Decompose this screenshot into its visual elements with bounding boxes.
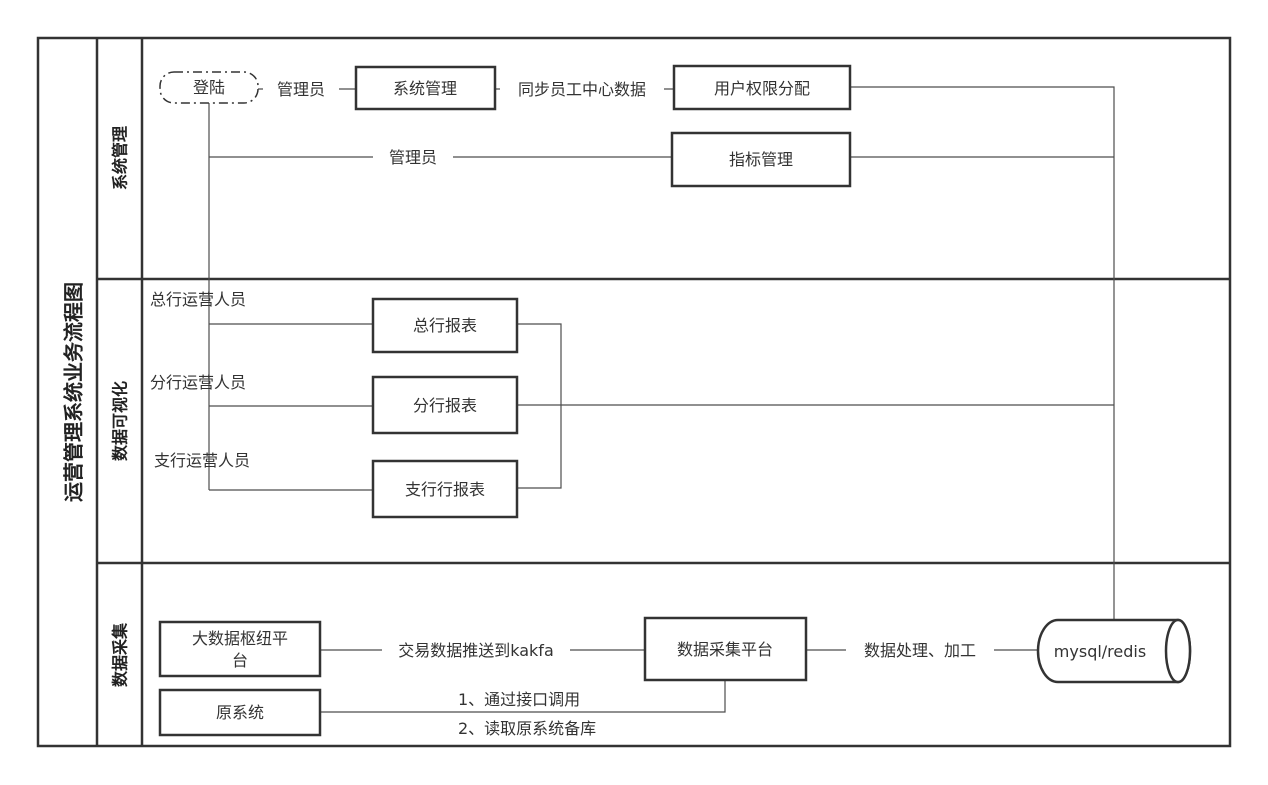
diagram-frame (36, 36, 1232, 748)
edge-label-interface-call: 1、通过接口调用 (458, 690, 580, 709)
bigdata-hub-label-line2: 台 (232, 651, 248, 670)
lane-label-system: 系统管理 (111, 126, 130, 190)
legacy-system-node (158, 688, 322, 737)
legacy-system-label: 原系统 (216, 703, 264, 722)
edge-label-sync: 同步员工中心数据 (518, 80, 646, 99)
sub-branch-report-node (371, 459, 519, 519)
edge-label-admin-sys: 管理员 (277, 80, 325, 99)
edge-label-admin-index: 管理员 (389, 148, 437, 167)
system-management-node (354, 65, 497, 111)
edge-label-branch-ops: 分行运营人员 (150, 373, 246, 392)
lane-label-visualization: 数据可视化 (111, 381, 130, 461)
hq-report-node (371, 297, 519, 354)
user-permission-label: 用户权限分配 (714, 79, 810, 98)
edge-label-sub-ops: 支行运营人员 (154, 451, 250, 470)
index-management-node (670, 131, 852, 188)
database-label: mysql/redis (1054, 642, 1146, 661)
user-permission-node (672, 64, 852, 111)
edge-label-read-backup: 2、读取原系统备库 (458, 719, 596, 738)
bigdata-hub-node (158, 620, 322, 678)
system-management-label: 系统管理 (393, 79, 457, 98)
login-node-label: 登陆 (193, 78, 225, 97)
collection-platform-node (643, 616, 808, 682)
branch-report-node (371, 375, 519, 435)
edge-label-process: 数据处理、加工 (864, 641, 976, 660)
diagram-title: 运营管理系统业务流程图 (62, 282, 86, 502)
index-management-label: 指标管理 (729, 150, 793, 169)
edge-label-push-kafka: 交易数据推送到kakfa (398, 641, 554, 660)
bigdata-hub-label-line1: 大数据枢纽平 (192, 629, 288, 648)
branch-report-label: 分行报表 (413, 396, 477, 415)
login-node (159, 71, 259, 104)
hq-report-label: 总行报表 (413, 316, 477, 335)
collection-platform-label: 数据采集平台 (677, 640, 773, 659)
lane-label-collection: 数据采集 (111, 622, 130, 687)
edge-label-hq-ops: 总行运营人员 (150, 290, 246, 309)
database-node (1036, 618, 1192, 684)
sub-branch-report-label: 支行行报表 (405, 480, 485, 499)
